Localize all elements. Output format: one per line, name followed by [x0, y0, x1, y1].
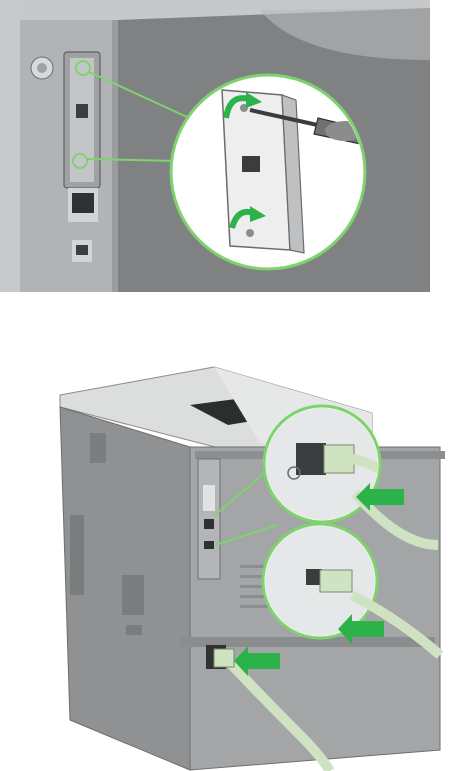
- formatter-card-removal-illustration: [0, 0, 450, 292]
- printer-body: [60, 367, 445, 770]
- cable-connection-illustration: [0, 355, 450, 771]
- power-plug: [214, 649, 234, 667]
